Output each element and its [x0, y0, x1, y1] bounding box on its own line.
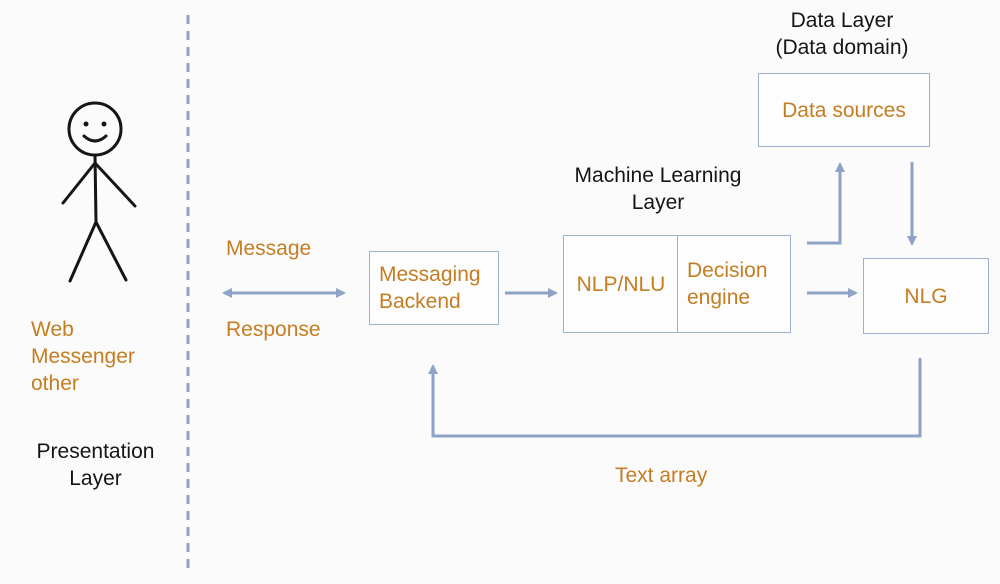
text-array-label: Text array — [615, 464, 708, 487]
client-label-other: other — [31, 372, 79, 395]
nlp-nlu-box: NLP/NLU — [563, 235, 679, 333]
data-sources-label: Data sources — [782, 98, 906, 122]
decision-engine-label-line2: engine — [687, 286, 751, 309]
messaging-backend-box: Messaging Backend — [369, 251, 499, 325]
nlg-box: NLG — [863, 258, 989, 334]
data-layer-title-line2: (Data domain) — [775, 36, 909, 59]
messaging-backend-label-line1: Messaging — [379, 263, 481, 286]
presentation-layer-title-line1: Presentation — [36, 440, 155, 463]
message-label: Message — [226, 237, 312, 260]
nlg-label: NLG — [904, 284, 948, 308]
ml-layer-title-line1: Machine Learning — [574, 164, 742, 187]
arrow-decision-to-data-sources — [807, 162, 845, 245]
arrow-nlg-to-backend — [428, 358, 922, 438]
response-label: Response — [226, 318, 321, 341]
data-sources-box: Data sources — [758, 73, 930, 147]
decision-engine-box: Decision engine — [677, 235, 791, 333]
ml-layer-title-line2: Layer — [631, 191, 685, 214]
data-layer-title-line1: Data Layer — [790, 9, 894, 32]
stick-figure-icon — [61, 101, 137, 283]
client-label-web: Web — [31, 318, 74, 341]
messaging-backend-label-line2: Backend — [379, 290, 461, 313]
decision-engine-label-line1: Decision — [687, 259, 768, 282]
presentation-layer-title-line2: Layer — [69, 467, 122, 490]
client-label-messenger: Messenger — [31, 345, 135, 368]
nlp-nlu-label: NLP/NLU — [576, 272, 666, 296]
